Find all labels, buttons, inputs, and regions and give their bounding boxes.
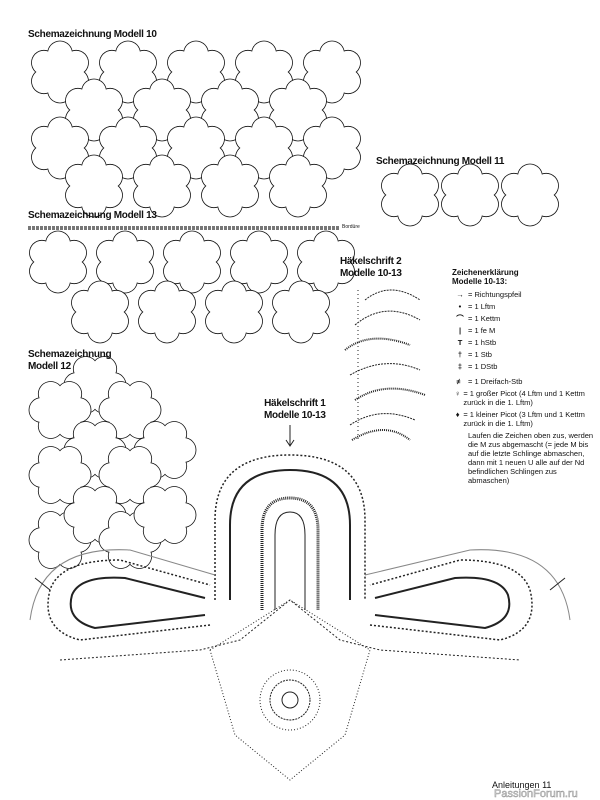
legend-item: ⌒ = 1 Kettm: [452, 314, 600, 323]
legend-item: ♦= 1 kleiner Picot (3 Lftm und 1 Kettm z…: [452, 410, 600, 428]
legend-item-text: = 1 kleiner Picot (3 Lftm und 1 Kettm zu…: [463, 410, 585, 428]
flower-motif: [272, 280, 330, 344]
flower-motif: [65, 154, 123, 218]
legend-item: ‡ = 1 DStb: [452, 362, 600, 371]
title-modell-10: Schemazeichnung Modell 10: [28, 29, 157, 40]
bar-icon: |: [458, 326, 462, 335]
flower-motif: [201, 154, 259, 218]
legend-item: † = 1 Stb: [452, 350, 600, 359]
page-footer: Anleitungen 11: [492, 780, 551, 790]
flower-motif: [138, 280, 196, 344]
flower-motif: [28, 381, 92, 439]
border-label: Bordüre: [342, 224, 360, 230]
flower-motif: [303, 40, 361, 104]
flower-motif: [133, 486, 197, 544]
title-line-1: Häkelschrift 1: [264, 398, 326, 409]
title-line-2: Modelle 10-13: [340, 268, 402, 279]
flower-motif: [381, 163, 439, 227]
legend-item-text: = 1 hStb: [468, 338, 497, 347]
flower-motif: [98, 446, 162, 504]
legend-item: → = Richtungspfeil: [452, 290, 600, 299]
title-line-1: Schemazeichnung: [28, 349, 112, 360]
flower-motif: [96, 230, 154, 294]
legend-item: T = 1 hStb: [452, 338, 600, 347]
flower-motif: [71, 280, 129, 344]
flower-motif: [98, 381, 162, 439]
legend-title-line-2: Modelle 10-13:: [452, 277, 508, 286]
legend-item-text: = Richtungspfeil: [468, 290, 522, 299]
cross-icon: †: [457, 350, 463, 359]
legend-item: • = 1 Lftm: [452, 302, 600, 311]
crochet-chart-1: [29, 425, 571, 781]
legend-item-text: = 1 großer Picot (4 Lftm und 1 Kettm zur…: [463, 389, 585, 407]
flower-motif: [31, 116, 89, 180]
page-number: 11: [542, 780, 552, 790]
t-icon: T: [457, 338, 463, 347]
watermark: PassionForum.ru: [494, 788, 578, 800]
footer-section: Anleitungen: [492, 780, 540, 790]
arc-icon: ⌒: [456, 314, 464, 323]
flower-motif: [297, 230, 355, 294]
title-modell-11: Schemazeichnung Modell 11: [376, 156, 505, 167]
flower-motif: [163, 230, 221, 294]
legend-item-text: = 1 Lftm: [468, 302, 496, 311]
legend-item: | = 1 fe M: [452, 326, 600, 335]
title-line-1: Häkelschrift 2: [340, 256, 402, 267]
flower-schematics: [28, 40, 559, 569]
dot-icon: •: [458, 302, 462, 311]
double-cross-icon: ‡: [457, 362, 463, 371]
legend-item-text: = 1 Kettm: [468, 314, 501, 323]
flower-motif: [29, 230, 87, 294]
flower-motif: [230, 230, 288, 294]
flower-motif: [269, 154, 327, 218]
title-modell-13: Schemazeichnung Modell 13: [28, 210, 157, 221]
flower-motif: [31, 40, 89, 104]
flower-motif: [205, 280, 263, 344]
flower-motif: [133, 154, 191, 218]
flower-motif: [441, 163, 499, 227]
crochet-chart-2: [344, 289, 426, 441]
legend-item-text: = 1 fe M: [468, 326, 496, 335]
flower-motif: [28, 446, 92, 504]
legend-item: ♀= 1 großer Picot (4 Lftm und 1 Kettm zu…: [452, 389, 600, 407]
title-line-2: Modelle 10-13: [264, 410, 326, 421]
large-picot-icon: ♀: [454, 389, 461, 398]
legend-item-text: = 1 Stb: [468, 350, 492, 359]
legend-title-line-1: Zeichenerklärung: [452, 268, 519, 277]
arrow-icon: →: [456, 290, 464, 299]
legend-item-text: = 1 Dreifach-Stb: [468, 377, 523, 386]
title-line-2: Modell 12: [28, 361, 71, 372]
flower-motif: [235, 40, 293, 104]
legend-item: ≢ = 1 Dreifach-Stb: [452, 377, 600, 386]
legend-note: Laufen die Zeichen oben zus, werden die …: [468, 431, 594, 485]
flower-motif: [501, 163, 559, 227]
small-picot-icon: ♦: [455, 410, 460, 419]
legend-item-text: = 1 DStb: [468, 362, 498, 371]
triple-cross-icon: ≢: [456, 377, 464, 386]
